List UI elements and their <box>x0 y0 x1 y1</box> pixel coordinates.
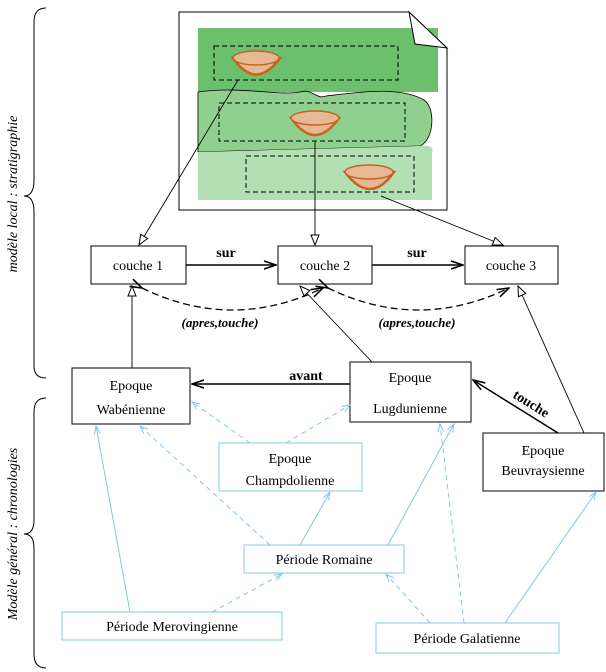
couche-2-node: couche 2 <box>277 245 373 285</box>
dashed-merovingienne-romaine <box>211 574 282 613</box>
dashed-galatienne-romaine <box>386 574 431 624</box>
brace-top <box>23 7 47 379</box>
selection-box-2 <box>218 102 406 142</box>
periode-galatienne-label: Période Galatienne <box>414 632 521 647</box>
arrow-pot1-couche1 <box>139 79 239 245</box>
epoque-lugdunienne-node: Epoque Lugdunienne <box>349 361 472 423</box>
brace-bottom <box>23 397 47 669</box>
apres-touche-label-2: (apres,touche) <box>379 315 456 330</box>
sur-label-2: sur <box>407 246 426 261</box>
epoque-champdolienne-line2: Champdolienne <box>246 474 335 489</box>
epoque-wabenienne-line1: Epoque <box>110 379 153 394</box>
arrow-galatienne-beuvraysienne <box>504 492 596 624</box>
dashed-romaine-wabenienne <box>140 426 271 546</box>
couche-1-node: couche 1 <box>90 245 187 285</box>
epoque-lugdunienne-line1: Epoque <box>389 371 432 386</box>
arrow-pot3-couche3 <box>380 195 503 245</box>
folded-corner <box>408 10 449 49</box>
periode-romaine-label: Période Romaine <box>276 553 373 568</box>
couche-3-node: couche 3 <box>464 245 559 285</box>
couche-2-label: couche 2 <box>300 259 350 274</box>
epoque-lugdunienne-line2: Lugdunienne <box>373 402 447 417</box>
side-label-chronologies: Modèle général : chronologies <box>6 447 21 621</box>
arrow-lugdunienne-couche2 <box>300 286 373 363</box>
avant-label: avant <box>289 369 323 384</box>
periode-merovingienne-node: Période Merovingienne <box>61 611 283 641</box>
epoque-beuvraysienne-line2: Beuvraysienne <box>501 464 584 479</box>
arrow-romaine-champdolienne <box>299 492 330 546</box>
sur-label-1: sur <box>216 246 235 261</box>
dashed-galatienne-lugdunienne <box>440 424 465 624</box>
pot-1 <box>230 50 283 76</box>
arrow-beuvraysienne-couche3 <box>518 286 585 434</box>
selection-box-1 <box>213 45 399 81</box>
periode-merovingienne-label: Période Merovingienne <box>106 620 238 635</box>
epoque-wabenienne-line2: Wabénienne <box>97 403 166 418</box>
apres-touche-curve-1 <box>142 288 323 311</box>
pot-3 <box>342 164 397 191</box>
touche-arrow <box>473 380 559 434</box>
apres-touche-label-1: (apres,touche) <box>182 315 259 330</box>
arrow-merovingienne-wabenienne <box>96 426 131 613</box>
side-label-stratigraphie: modèle local : stratigraphie <box>6 116 21 273</box>
couche-1-label: couche 1 <box>113 259 163 274</box>
periode-galatienne-node: Période Galatienne <box>375 622 560 654</box>
epoque-beuvraysienne-node: Epoque Beuvraysienne <box>482 432 605 492</box>
pot-2 <box>288 110 342 137</box>
selection-box-3 <box>245 155 415 193</box>
epoque-champdolienne-node: Epoque Champdolienne <box>218 442 363 492</box>
epoque-wabenienne-node: Epoque Wabénienne <box>71 367 191 425</box>
dashed-champdolienne-wabenienne <box>192 402 251 444</box>
dashed-champdolienne-lugdunienne <box>285 405 350 444</box>
stratigraphy-illustration <box>178 10 449 211</box>
apres-touche-curve-2 <box>328 288 509 311</box>
epoque-beuvraysienne-line1: Epoque <box>522 444 565 459</box>
arrow-romaine-lugdunienne <box>387 424 454 546</box>
epoque-champdolienne-line1: Epoque <box>269 452 312 467</box>
couche-3-label: couche 3 <box>486 259 536 274</box>
periode-romaine-node: Période Romaine <box>243 544 405 574</box>
